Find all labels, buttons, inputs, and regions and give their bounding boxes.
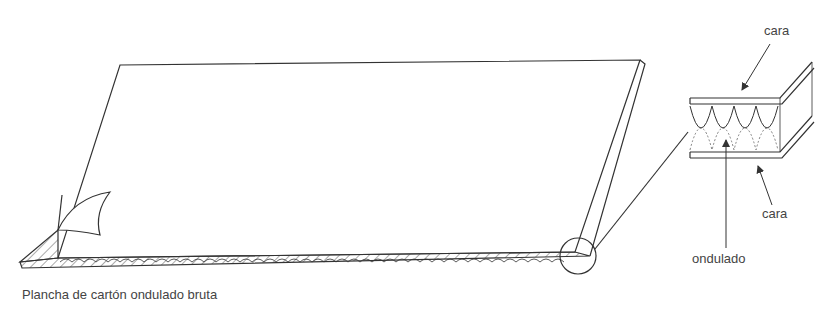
cross-section bbox=[690, 62, 814, 158]
sheet bbox=[20, 60, 645, 268]
part-label: cara bbox=[764, 24, 789, 38]
part-label: ondulado bbox=[692, 252, 746, 266]
part-label: cara bbox=[762, 207, 787, 221]
detail-callout bbox=[560, 132, 688, 274]
figure-caption: Plancha de cartón ondulado bruta bbox=[22, 288, 217, 302]
